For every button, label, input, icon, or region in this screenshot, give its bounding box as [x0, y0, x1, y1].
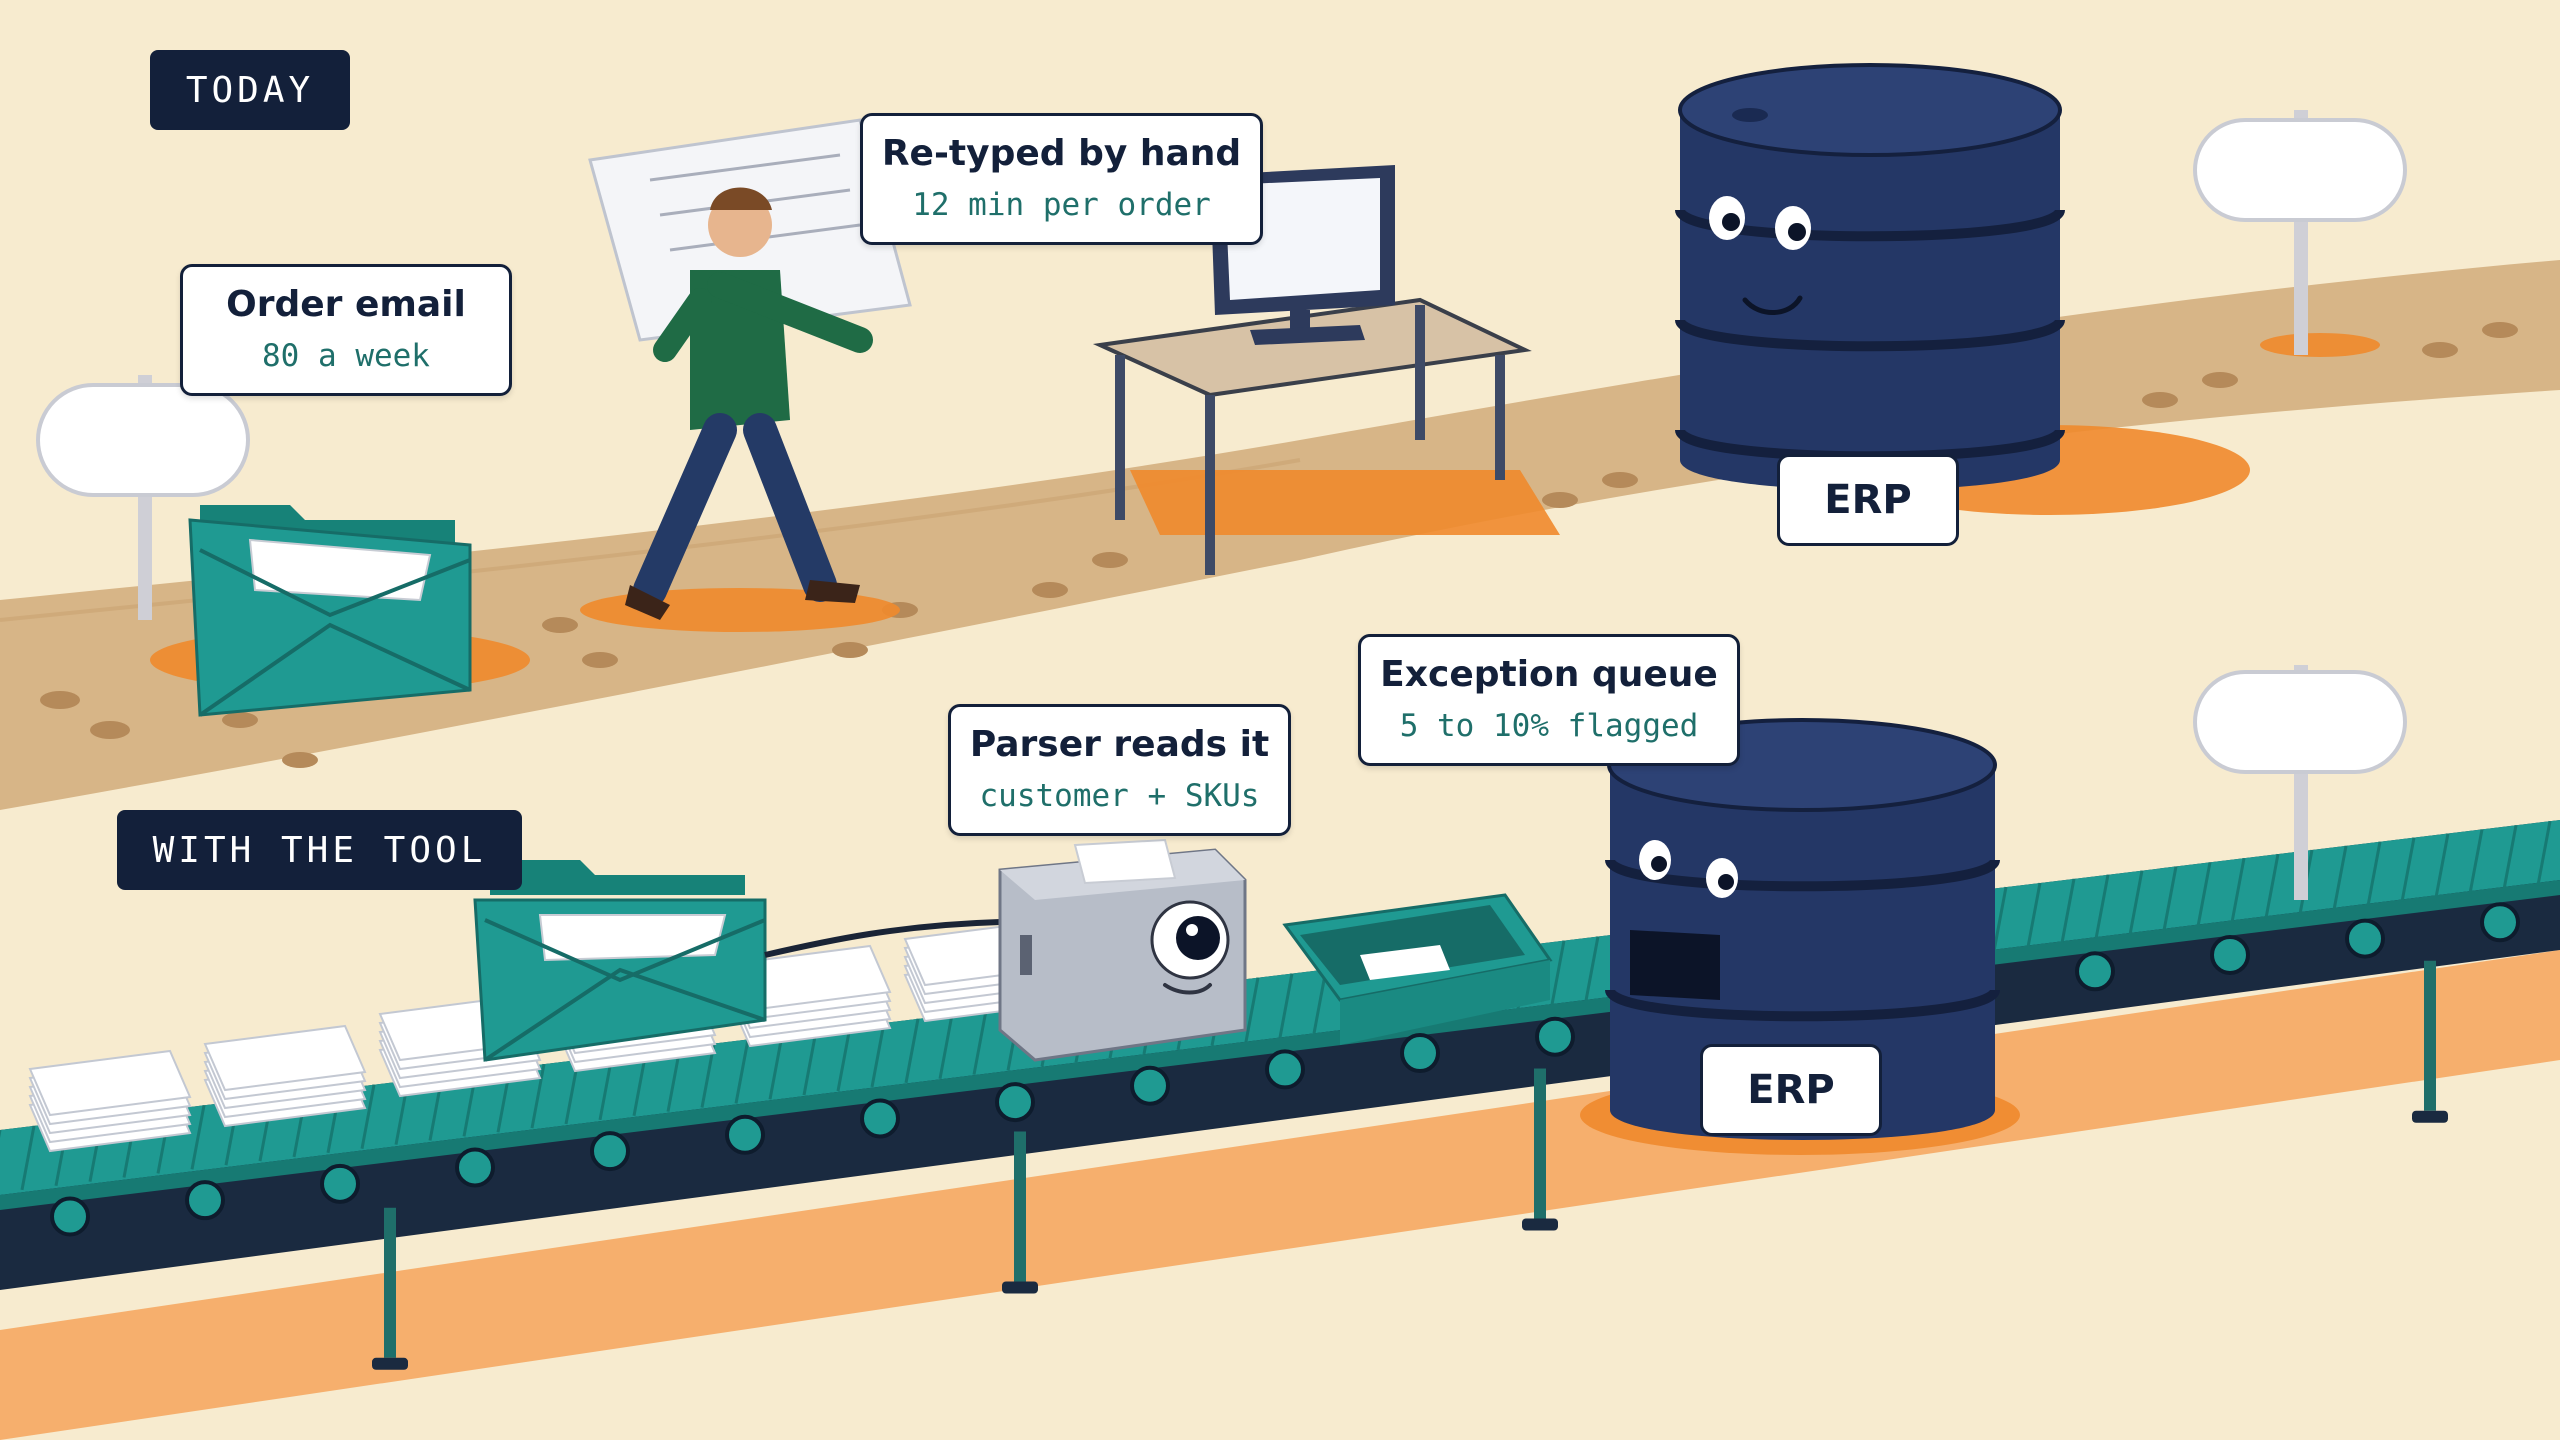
inbox-envelope-tool-icon	[473, 860, 767, 1062]
callout-retyped-title: Re-typed by hand	[881, 132, 1242, 174]
callout-exception-detail: 5 to 10% flagged	[1399, 707, 1699, 744]
callout-exception-queue: Exception queue 5 to 10% flagged	[1358, 634, 1740, 766]
cable	[764, 919, 1001, 958]
erp-label-tool: ERP	[1700, 1044, 1882, 1136]
callout-order-email-detail: 80 a week	[262, 337, 430, 374]
callout-parser-detail: customer + SKUs	[979, 777, 1260, 814]
inbox-envelope-icon	[188, 505, 472, 717]
exception-tray-icon	[1282, 893, 1553, 1045]
desk-with-monitor-icon	[1092, 165, 1532, 575]
parser-machine-icon	[998, 838, 1247, 1062]
signpost-today-left	[36, 375, 250, 620]
callout-order-email: Order email 80 a week	[180, 264, 512, 396]
callout-retyped: Re-typed by hand 12 min per order	[860, 113, 1263, 245]
callout-parser-title: Parser reads it	[969, 723, 1270, 765]
callout-parser: Parser reads it customer + SKUs	[948, 704, 1291, 836]
person-carrying-paper-icon	[588, 118, 912, 620]
signpost-tool-right	[2193, 665, 2407, 900]
section-tag-today: TODAY	[150, 50, 350, 130]
conveyor-legs	[372, 960, 2448, 1370]
signpost-today-right	[2193, 110, 2407, 355]
section-tag-with-tool: WITH THE TOOL	[117, 810, 522, 890]
callout-retyped-detail: 12 min per order	[912, 186, 1211, 223]
erp-barrel-today	[1675, 63, 2065, 490]
erp-label-today: ERP	[1777, 454, 1959, 546]
callout-exception-title: Exception queue	[1380, 653, 1718, 695]
callout-order-email-title: Order email	[226, 283, 466, 325]
